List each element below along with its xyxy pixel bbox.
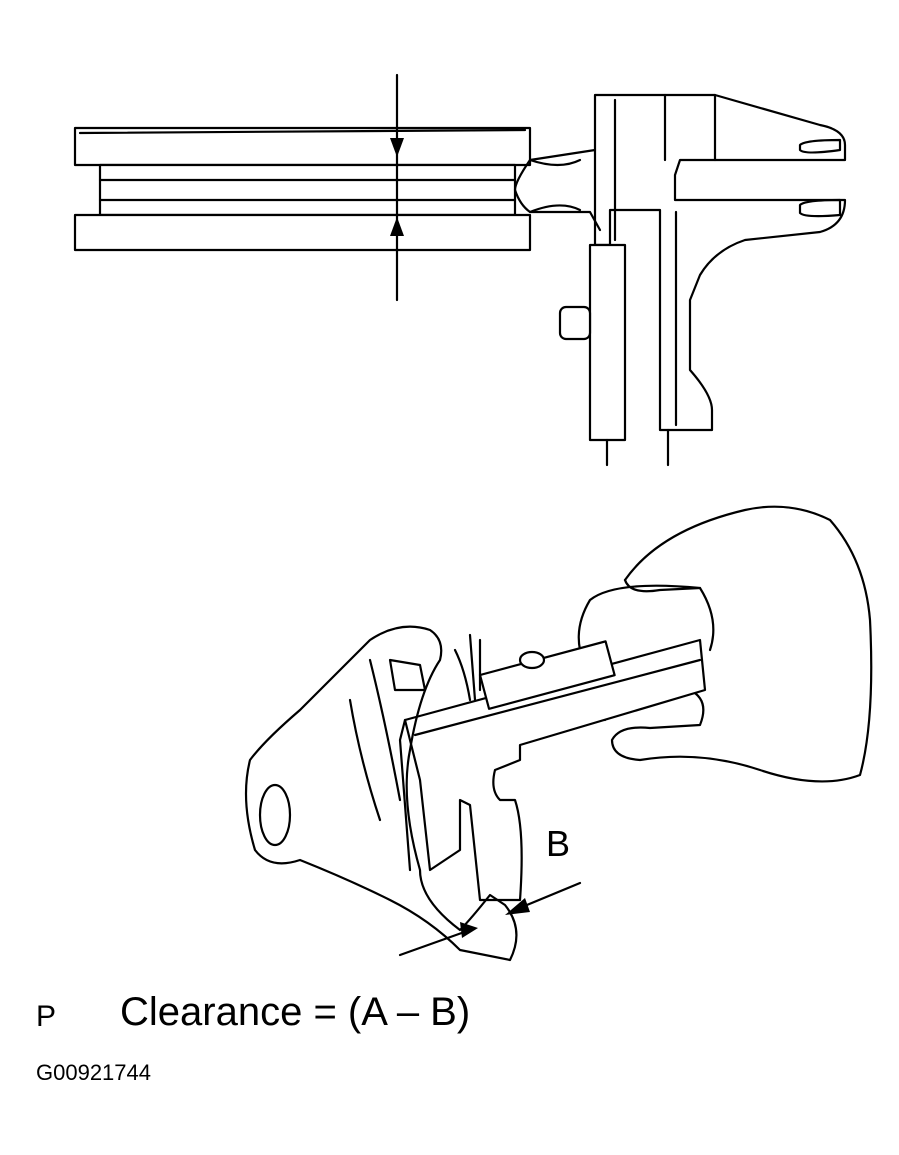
clearance-formula: Clearance = (A – B): [120, 990, 471, 1034]
measurement-diagram-top: [73, 73, 847, 467]
label-b: B: [546, 823, 571, 864]
shift-fork: [244, 625, 518, 962]
shift-fork-plates: [73, 126, 532, 252]
hand: [577, 505, 873, 783]
figure-code: G00921744: [36, 1060, 151, 1085]
dimension-arrow-b: [398, 881, 582, 957]
dimension-arrow-a: [390, 73, 404, 302]
view-label: P: [36, 1000, 57, 1033]
vernier-caliper: [513, 93, 847, 467]
